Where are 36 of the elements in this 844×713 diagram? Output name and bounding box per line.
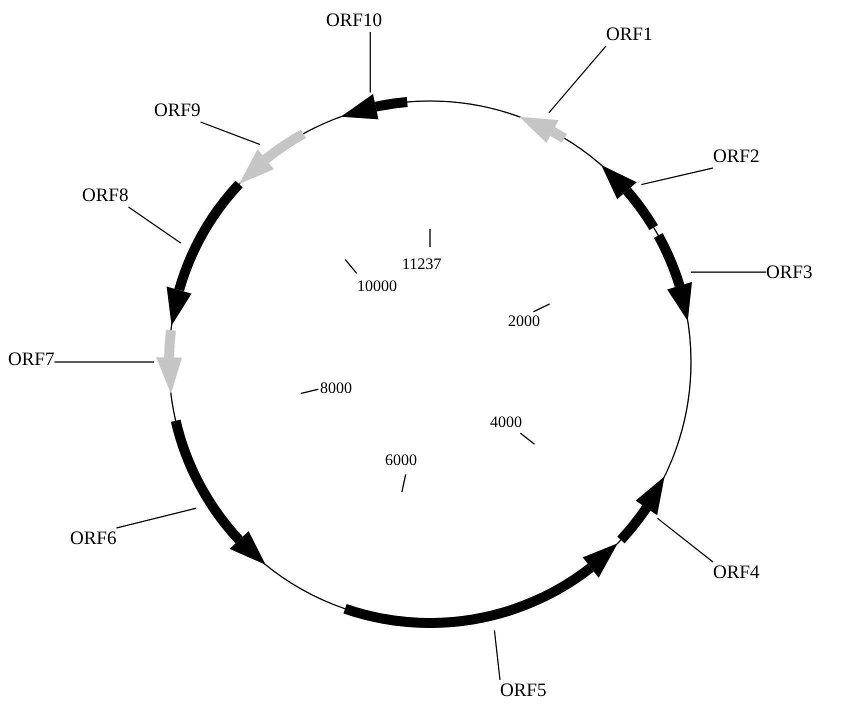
leader-line: [54, 361, 154, 363]
orf-label: ORF1: [606, 24, 652, 46]
leader-line: [548, 46, 606, 114]
gene-arc: [617, 476, 665, 544]
gene-arc: [239, 129, 306, 184]
scale-label: 6000: [385, 452, 417, 470]
gene-arc: [166, 180, 243, 326]
leader-line: [641, 167, 714, 186]
gene-arc: [601, 165, 658, 230]
orf-label: ORF6: [70, 528, 116, 550]
scale-label: 8000: [320, 380, 352, 398]
gene-arc: [344, 543, 618, 628]
gene-arc: [156, 330, 182, 394]
gene-arc: [654, 233, 692, 322]
leader-line: [370, 32, 371, 93]
orf-label: ORF2: [713, 146, 760, 168]
orf-label: ORF7: [8, 349, 54, 371]
orf-label: ORF8: [82, 185, 128, 207]
scale-label: 11237: [402, 256, 442, 274]
leader-line: [690, 272, 766, 273]
leader-line: [116, 508, 196, 529]
orf-label: ORF9: [154, 100, 200, 122]
leader-line: [200, 121, 260, 146]
orf-label: ORF10: [326, 10, 382, 32]
leader-line: [494, 630, 501, 680]
leader-line: [657, 518, 714, 562]
orf-label: ORF5: [500, 680, 546, 702]
gene-arc: [340, 94, 408, 120]
leader-line: [128, 206, 182, 244]
orf-label: ORF4: [713, 562, 760, 584]
gene-arc: [170, 419, 266, 565]
scale-label: 4000: [490, 414, 522, 432]
scale-label: 10000: [357, 278, 397, 296]
scale-label: 2000: [508, 313, 540, 331]
gene-arc: [519, 116, 567, 144]
orf-label: ORF3: [766, 262, 812, 284]
